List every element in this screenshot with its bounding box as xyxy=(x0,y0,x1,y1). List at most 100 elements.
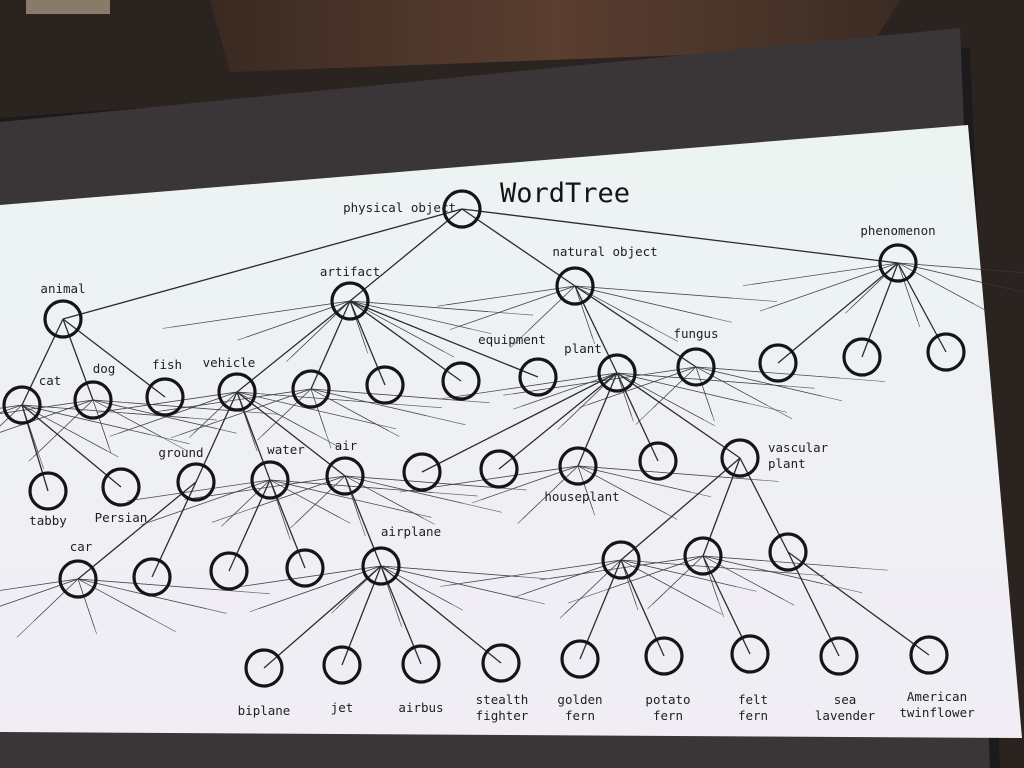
node-circle xyxy=(285,548,325,588)
edge-natural-object-to-fungus xyxy=(574,285,697,368)
node-circle xyxy=(325,456,365,496)
node-circle xyxy=(330,281,370,321)
node-tabby: tabby xyxy=(28,471,68,528)
edge-artifact-to-equipment xyxy=(349,300,539,378)
edge-animal-to-dog xyxy=(62,318,94,401)
fan-line xyxy=(517,465,579,524)
fan-line xyxy=(310,388,466,426)
node-circle xyxy=(730,634,770,674)
node-houseplant: houseplant xyxy=(544,446,620,504)
fan-line xyxy=(221,479,271,527)
node-circle xyxy=(361,546,401,586)
node-circle xyxy=(401,644,441,684)
node-circle xyxy=(481,643,521,683)
node-air: air xyxy=(325,438,365,496)
fan-line xyxy=(742,262,899,287)
edge-plant-to-plant-child-2 xyxy=(498,372,618,470)
fan-line xyxy=(189,391,238,438)
fan-line xyxy=(0,578,79,591)
fan-line xyxy=(0,399,94,414)
fan-line xyxy=(286,300,351,362)
node-circle xyxy=(768,532,808,572)
node-circle xyxy=(365,365,405,405)
fan-line xyxy=(620,559,797,574)
edge-plant-to-plant-child-1 xyxy=(421,372,618,473)
fan-line xyxy=(269,479,340,518)
edge-fern-3-to-american-twinflower xyxy=(787,551,930,656)
node-circle xyxy=(926,332,966,372)
node-phenomenon-child-1 xyxy=(758,343,798,383)
node-circle xyxy=(209,551,249,591)
node-circle xyxy=(638,441,678,481)
node-circle xyxy=(676,347,716,387)
node-label: airplane xyxy=(381,524,441,539)
node-circle xyxy=(597,353,637,393)
node-circle xyxy=(758,343,798,383)
fan-line xyxy=(92,399,217,429)
edge-airplane-to-biplane xyxy=(263,565,382,669)
node-artifact: artifact xyxy=(320,264,380,321)
fan-line xyxy=(380,565,520,577)
node-label: natural object xyxy=(552,244,657,259)
fan-line xyxy=(380,565,525,600)
node-circle xyxy=(819,636,859,676)
fan-line xyxy=(236,391,377,425)
edge-physical-object-to-phenomenon xyxy=(461,208,899,264)
edge-air-to-airplane xyxy=(344,475,382,567)
node-circle xyxy=(720,438,760,478)
node-artifact-child-4 xyxy=(441,361,481,401)
node-label: biplane xyxy=(238,703,291,718)
node-artifact-child-3 xyxy=(365,365,405,405)
fan-line xyxy=(0,399,94,433)
fan-line xyxy=(759,262,899,312)
fan-line xyxy=(557,372,618,430)
node-label: tabby xyxy=(29,513,67,528)
edge-artifact-to-artifact-child-4 xyxy=(349,300,462,382)
node-label: animal xyxy=(40,281,85,296)
node-circle xyxy=(145,377,185,417)
fan-line xyxy=(170,388,312,439)
fan-line xyxy=(310,388,463,401)
fan-line xyxy=(269,479,412,514)
fan-line xyxy=(96,391,238,413)
node-circle xyxy=(441,361,481,401)
fan-line xyxy=(539,555,704,581)
fan-line xyxy=(269,479,478,497)
node-circle xyxy=(560,639,600,679)
edge-phenomenon-to-phenomenon-child-1 xyxy=(777,262,899,364)
fan-line xyxy=(897,262,974,305)
node-circle xyxy=(878,243,918,283)
fan-line xyxy=(653,366,697,409)
fan-line xyxy=(897,262,919,322)
node-circle xyxy=(442,189,482,229)
fan-line xyxy=(257,388,312,441)
edge-ground-to-car xyxy=(77,481,197,580)
node-label: cat xyxy=(39,373,62,388)
node-circle xyxy=(58,559,98,599)
fan-line xyxy=(127,479,271,502)
edge-physical-object-to-natural-object xyxy=(461,208,576,287)
node-airplane: airplane xyxy=(361,524,441,586)
node-vehicle: vehicle xyxy=(203,355,257,412)
fan-line xyxy=(349,300,472,330)
fan-line xyxy=(0,578,79,607)
fan-line xyxy=(77,578,96,629)
fan-line xyxy=(702,555,725,617)
diagram-title: WordTree xyxy=(500,178,630,209)
node-fern-2 xyxy=(683,536,723,576)
node-circle xyxy=(558,446,598,486)
node-label: jet xyxy=(331,700,354,715)
ceiling xyxy=(210,0,900,72)
fan-line xyxy=(140,479,271,526)
node-label: airbus xyxy=(398,700,443,715)
